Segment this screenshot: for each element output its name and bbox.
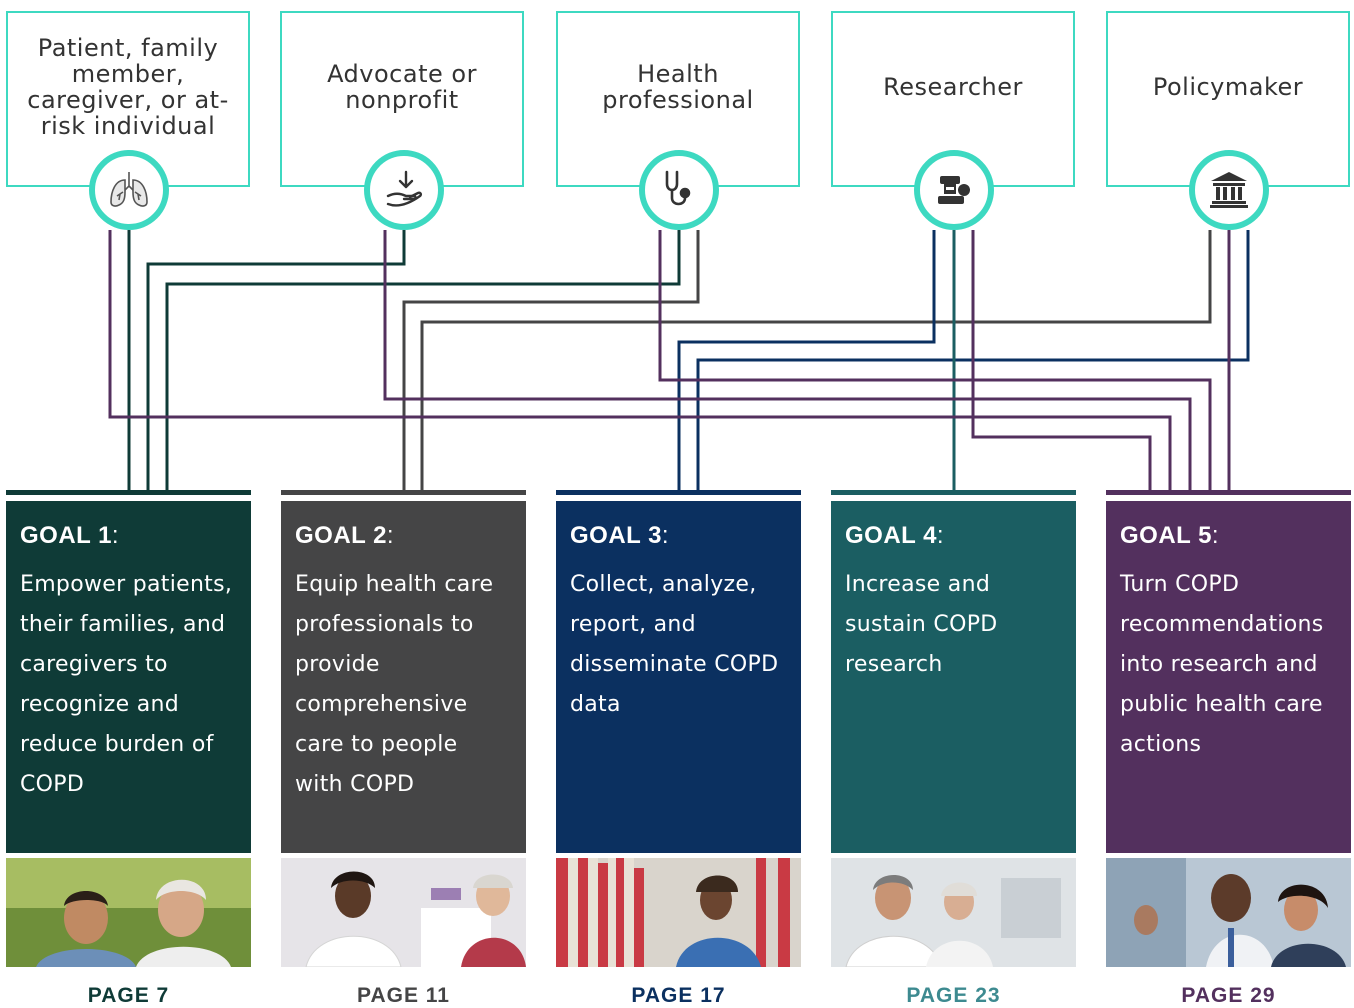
goal-separator: :	[661, 522, 670, 549]
connector-advocate-goal5	[383, 230, 1192, 490]
goal-5-rule	[1106, 490, 1351, 495]
goal-number: GOAL 5	[1120, 522, 1212, 549]
goal-2-rule	[281, 490, 526, 495]
goal-3-rule	[556, 490, 801, 495]
audience-label: Advocate or nonprofit	[327, 60, 477, 114]
goal-4-box: GOAL 4: Increase and sustain COPD resear…	[831, 501, 1076, 853]
meeting-discussion-photo	[1106, 858, 1351, 967]
goal-1-rule	[6, 490, 251, 495]
connector-health-goal2	[402, 230, 700, 490]
goal-4-rule	[831, 490, 1076, 495]
goal-title: GOAL 3:	[570, 521, 787, 551]
government-building-icon	[1189, 150, 1269, 230]
young-man-with-older-woman-photo	[6, 858, 251, 967]
goal-number: GOAL 2	[295, 522, 387, 549]
goal-description: Increase and sustain COPD research	[845, 572, 998, 677]
goal-title: GOAL 2:	[295, 521, 512, 551]
connector-policy-goal2	[420, 230, 1212, 490]
audience-box-health-professional: Health professional	[556, 11, 800, 187]
goal-separator: :	[111, 522, 120, 549]
goal-separator: :	[1211, 522, 1220, 549]
goal-2-box: GOAL 2: Equip health care professionals …	[281, 501, 526, 853]
woman-in-records-room-photo	[556, 858, 801, 967]
goal-3-box: GOAL 3: Collect, analyze, report, and di…	[556, 501, 801, 853]
goal-separator: :	[386, 522, 395, 549]
stethoscope-icon	[639, 150, 719, 230]
connector-researcher-goal5	[971, 230, 1152, 490]
microscope-icon	[914, 150, 994, 230]
goal-description: Turn COPD recommendations into research …	[1120, 572, 1324, 757]
goal-number: GOAL 4	[845, 522, 937, 549]
goal-description: Collect, analyze, report, and disseminat…	[570, 572, 779, 717]
audience-label: Patient, family member, caregiver, or at…	[27, 34, 229, 140]
connector-patient-goal5	[108, 230, 1172, 490]
audience-label: Health professional	[602, 60, 754, 114]
goal-5-box: GOAL 5: Turn COPD recommendations into r…	[1106, 501, 1351, 853]
goal-2-page-link[interactable]: PAGE 11	[357, 984, 450, 1007]
goal-number: GOAL 3	[570, 522, 662, 549]
audience-label: Policymaker	[1152, 73, 1304, 101]
researchers-in-lab-photo	[831, 858, 1076, 967]
audience-label: Researcher	[883, 73, 1023, 101]
goal-number: GOAL 1	[20, 522, 112, 549]
goal-title: GOAL 1:	[20, 521, 237, 551]
goal-4-page-link[interactable]: PAGE 23	[906, 984, 1001, 1007]
doctor-with-patient-photo	[281, 858, 526, 967]
connector-health-goal1	[165, 230, 681, 490]
goal-1-box: GOAL 1: Empower patients, their families…	[6, 501, 251, 853]
goal-title: GOAL 5:	[1120, 521, 1337, 551]
goal-3-page-link[interactable]: PAGE 17	[631, 984, 726, 1007]
hand-donation-icon	[364, 150, 444, 230]
goal-separator: :	[936, 522, 945, 549]
goal-1-page-link[interactable]: PAGE 7	[87, 984, 170, 1007]
connector-advocate-goal1	[146, 230, 406, 490]
goal-description: Equip health care professionals to provi…	[295, 572, 494, 797]
goal-5-page-link[interactable]: PAGE 29	[1181, 984, 1276, 1007]
lungs-icon	[89, 150, 169, 230]
goal-description: Empower patients, their families, and ca…	[20, 572, 233, 797]
goal-title: GOAL 4:	[845, 521, 1062, 551]
connector-health-goal5	[658, 230, 1212, 490]
